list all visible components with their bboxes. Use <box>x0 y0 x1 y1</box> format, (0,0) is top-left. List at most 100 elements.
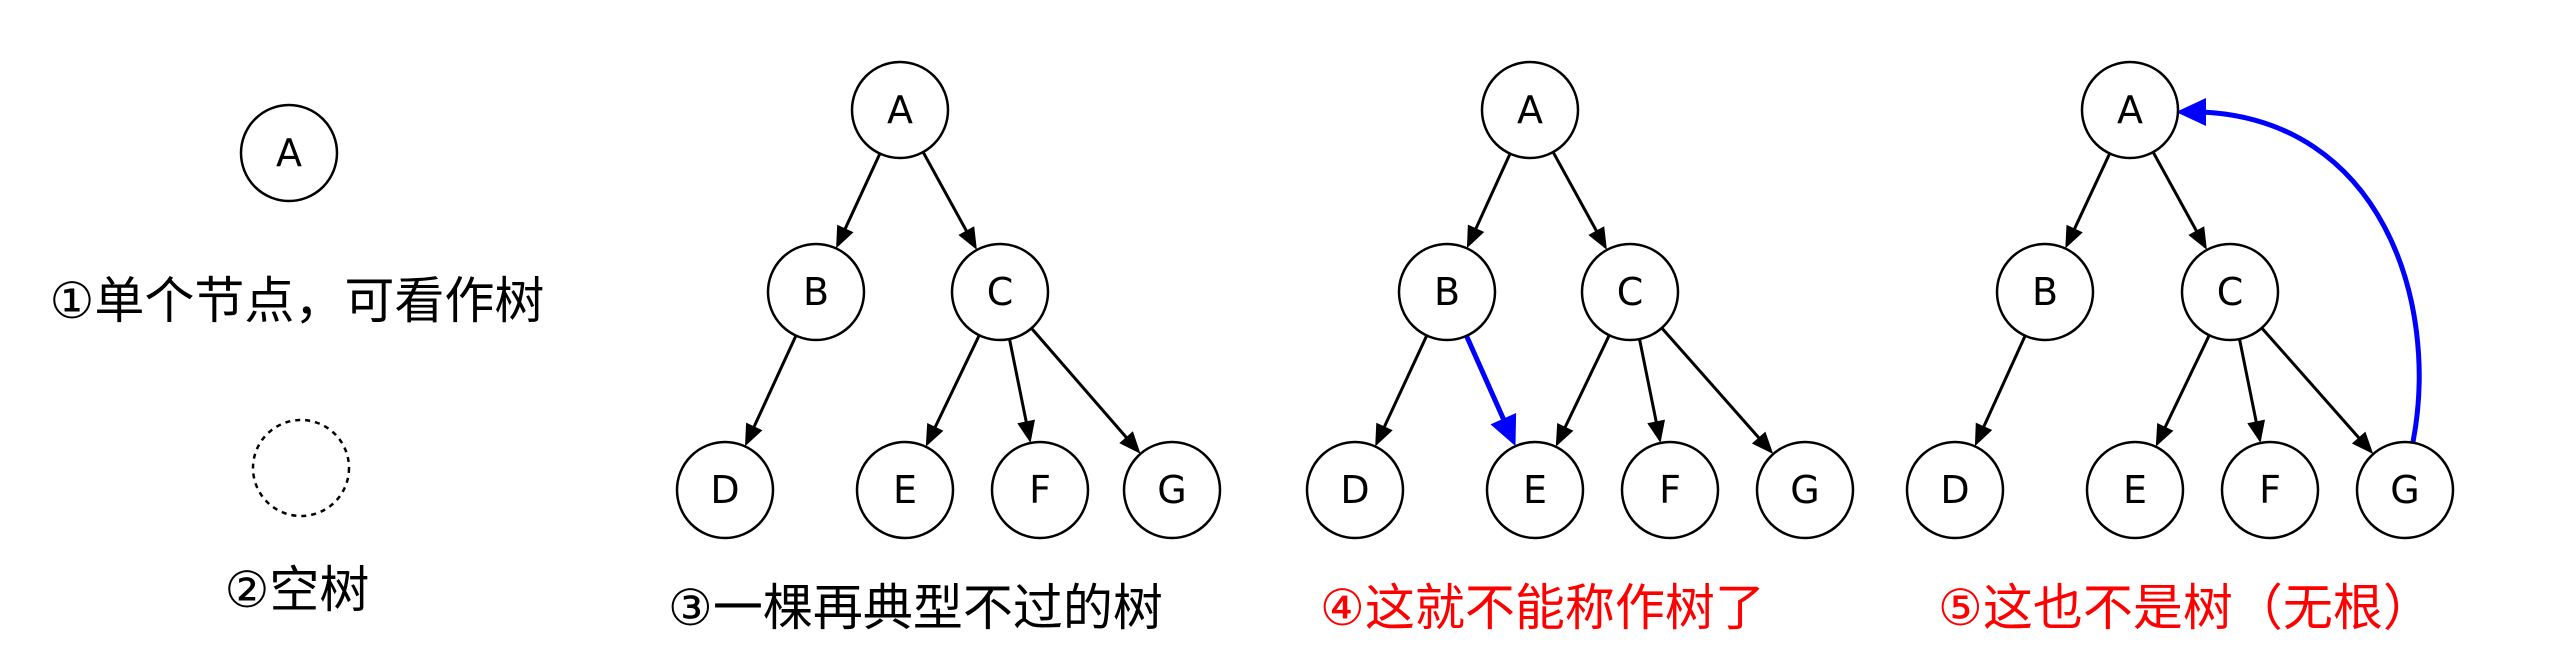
node-circle <box>1485 440 1585 540</box>
node-label: A <box>1517 88 1543 132</box>
edge-A-B <box>2071 152 2112 234</box>
panel4-edges <box>1375 151 1774 454</box>
node-label: B <box>2032 270 2058 314</box>
node-d: D <box>1305 440 1405 540</box>
node-circle <box>1305 440 1405 540</box>
edge-C-G <box>1660 326 1763 442</box>
panel-not-a-tree-extra-edge: A B C D E F G ④这就不能称作树了 <box>1305 60 1855 637</box>
panel3-nodes: A B C D E F G <box>675 60 1222 540</box>
node-e: E <box>1485 440 1585 540</box>
edge-C-E <box>932 334 981 432</box>
node-circle <box>1905 440 2005 540</box>
edge-A-C-arrowhead <box>2188 226 2207 250</box>
panel3-caption: ③一棵再典型不过的树 <box>668 579 1163 637</box>
edge-C-F-arrowhead <box>2247 419 2265 443</box>
node-circle <box>2085 440 2185 540</box>
edge-B-D-arrowhead <box>1375 422 1393 447</box>
edge-C-F <box>1638 338 1659 426</box>
node-label: A <box>887 88 913 132</box>
edge-B-D <box>751 334 798 432</box>
panel4-nodes: A B C D E F G <box>1305 60 1855 540</box>
node-circle <box>1122 440 1222 540</box>
node-circle <box>2080 60 2180 160</box>
node-d: D <box>1905 440 2005 540</box>
edge-C-G-arrowhead <box>1751 431 1774 454</box>
node-d: D <box>675 440 775 540</box>
panel2-nodes <box>251 418 351 518</box>
node-circle <box>2220 440 2320 540</box>
node-label: D <box>1340 468 1369 512</box>
node-a: A <box>850 60 950 160</box>
edge-C-E-arrowhead <box>1555 423 1574 447</box>
node-a: A <box>1480 60 1580 160</box>
edge-A-B <box>842 152 882 234</box>
panel-empty-tree: ②空树 <box>225 418 369 619</box>
edge-A-B-arrowhead <box>836 224 854 249</box>
node-f: F <box>1620 440 1720 540</box>
edge-C-F <box>1008 338 1029 426</box>
node-label: B <box>803 270 829 314</box>
edge-C-E <box>1562 334 1611 432</box>
node-f: F <box>2220 440 2320 540</box>
edge-C-E-arrowhead <box>925 423 944 447</box>
edge-A-C <box>921 151 970 236</box>
edge-A-C <box>1551 151 1600 236</box>
node-label: C <box>1617 270 1644 314</box>
edge-A-B-arrowhead <box>1466 224 1485 249</box>
node-circle <box>766 242 866 342</box>
node-label: E <box>1523 468 1547 512</box>
node-label: G <box>1790 468 1819 512</box>
panel1-nodes: A <box>239 103 339 203</box>
node-circle <box>855 440 955 540</box>
node-label: F <box>1659 468 1681 512</box>
edge-A-C-arrowhead <box>958 226 977 250</box>
node-label: C <box>987 270 1014 314</box>
node-circle <box>990 440 1090 540</box>
panel5-caption: ⑤这也不是树（无根） <box>1938 579 2433 637</box>
panel-typical-tree: A B C D E F G ③一棵再典型不过的树 <box>668 60 1222 637</box>
edge-B-D-arrowhead <box>1974 422 1993 447</box>
edge-B-D-arrowhead <box>745 422 763 447</box>
node-c: C <box>1580 242 1680 342</box>
node-label: D <box>1940 468 1969 512</box>
node-circle <box>2180 242 2280 342</box>
highlight-edge-G-A-arrowhead <box>2176 98 2206 126</box>
panel5-nodes: A B C D E F G <box>1905 60 2455 540</box>
node-label: F <box>1029 468 1051 512</box>
node-label: G <box>2390 468 2419 512</box>
panel3-edges <box>745 151 1141 454</box>
edge-A-C <box>2151 151 2200 236</box>
node-c: C <box>950 242 1050 342</box>
panel5-edges <box>1974 98 2422 454</box>
node-label: E <box>2123 468 2147 512</box>
edge-C-G <box>1030 327 1131 442</box>
node-label: B <box>1434 270 1460 314</box>
node-circle <box>2355 440 2455 540</box>
node-label: A <box>276 131 302 175</box>
node-circle <box>251 418 351 518</box>
edge-C-G-arrowhead <box>1119 431 1141 454</box>
node-label: G <box>1157 468 1186 512</box>
panel-single-node: A ①单个节点，可看作树 <box>50 103 544 330</box>
node-circle <box>239 103 339 203</box>
node-e: E <box>855 440 955 540</box>
edge-B-D <box>1980 335 2027 431</box>
node-label: F <box>2259 468 2281 512</box>
node-label: A <box>2117 88 2143 132</box>
node-label: E <box>893 468 917 512</box>
node-circle <box>1480 60 1580 160</box>
edge-C-G-arrowhead <box>2351 431 2374 454</box>
node-label: C <box>2217 270 2244 314</box>
edge-B-D <box>1381 334 1429 432</box>
node-circle <box>1755 440 1855 540</box>
node-circle <box>950 242 1050 342</box>
node-g: G <box>2355 440 2455 540</box>
node-b: B <box>766 242 866 342</box>
node-circle <box>850 60 950 160</box>
node-c: C <box>2180 242 2280 342</box>
node-g: G <box>1122 440 1222 540</box>
edge-C-E <box>2162 334 2211 432</box>
panel4-caption: ④这就不能称作树了 <box>1320 579 1765 637</box>
highlight-edge-G-A <box>2201 109 2422 443</box>
